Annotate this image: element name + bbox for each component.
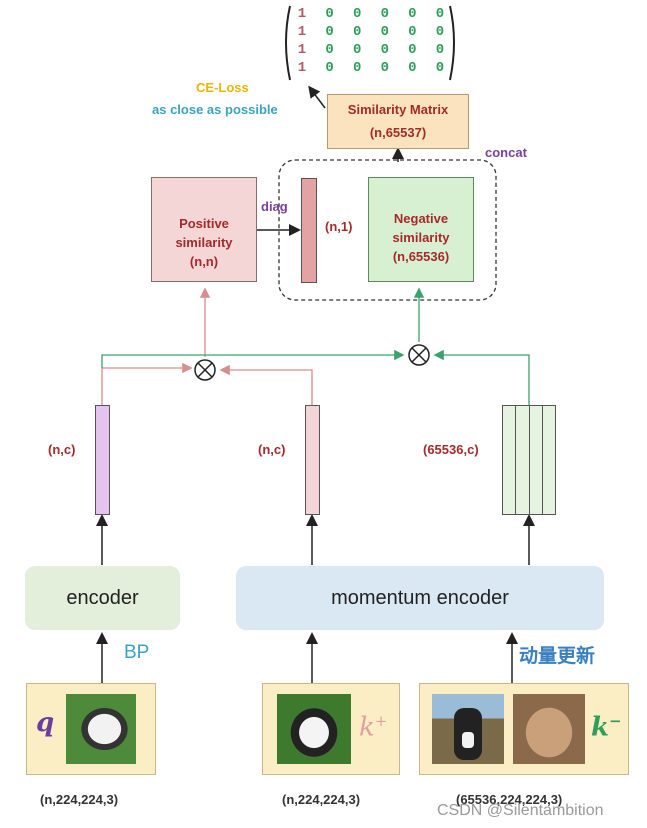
matrix-cell: 0	[352, 6, 362, 22]
matrix-left-bracket	[285, 5, 291, 81]
matrix-cell: 0	[380, 6, 389, 22]
k-pos-input-box: k+	[262, 683, 400, 775]
matrix-cell: 0	[408, 6, 417, 22]
similarity-matrix-title: Similarity Matrix	[347, 102, 449, 117]
multiply-negative-icon	[408, 344, 430, 366]
matrix-cell: 0	[380, 42, 389, 58]
matrix-cell: 0	[380, 24, 389, 40]
positive-similarity-box: Positive similarity (n,n)	[151, 177, 257, 282]
k-pos-photo-dog	[277, 694, 351, 764]
matrix-row: 1 0 0 0 0 0	[292, 59, 450, 77]
k-to-pos-mult	[219, 364, 313, 405]
q-input-box: q	[26, 683, 156, 775]
encoder-box: encoder	[25, 566, 180, 630]
negative-similarity-box: Negative similarity (n,65536)	[368, 177, 474, 282]
q-photo-dog	[66, 694, 136, 764]
negative-line1: Negative	[393, 211, 449, 226]
k-neg-input-box: k−	[419, 683, 629, 775]
k-neg-symbol: k−	[591, 712, 622, 743]
diag-label: diag	[261, 199, 288, 214]
k-feature-label: (n,c)	[258, 442, 286, 457]
matrix-cell: 0	[325, 6, 334, 22]
matrix-cell: 0	[435, 24, 445, 40]
k-neg-photo-dog	[432, 694, 504, 764]
queue-to-neg-mult	[433, 349, 530, 405]
matrix-cell: 0	[435, 42, 445, 58]
matrix-cell: 0	[435, 60, 445, 76]
k-neg-input-shape: (65536,224,224,3)	[456, 792, 563, 807]
negative-line2: similarity	[392, 230, 450, 245]
matrix-cell: 0	[325, 24, 334, 40]
matrix-cell: 0	[352, 60, 362, 76]
momentum-update-label: 动量更新	[519, 646, 596, 667]
positive-column-bar	[301, 178, 317, 283]
negative-shape: (n,65536)	[392, 249, 450, 264]
similarity-matrix-box: Similarity Matrix (n,65537)	[327, 94, 469, 149]
column-shape-label: (n,1)	[325, 219, 353, 234]
queue-feature-bars	[502, 405, 556, 515]
concat-label: concat	[485, 145, 527, 160]
matrix-cell: 0	[408, 24, 417, 40]
concat-group	[278, 159, 497, 301]
queue-feature-label: (65536,c)	[423, 442, 479, 457]
k-pos-symbol: k+	[359, 712, 388, 743]
q-feature-bar	[95, 405, 110, 515]
matrix-cell: 0	[325, 42, 334, 58]
k-feature-bar	[305, 405, 320, 515]
multiply-positive-icon	[194, 359, 216, 381]
matrix-cell: 1	[297, 42, 307, 58]
positive-line2: similarity	[175, 235, 233, 250]
matrix-row: 1 0 0 0 0 0	[292, 41, 450, 59]
q-input-shape: (n,224,224,3)	[40, 792, 119, 807]
matrix-row: 1 0 0 0 0 0	[292, 5, 450, 23]
bp-label: BP	[124, 642, 150, 663]
similarity-matrix-shape: (n,65537)	[369, 125, 427, 140]
k-neg-photo-cat	[513, 694, 585, 764]
momentum-encoder-box: momentum encoder	[236, 566, 604, 630]
q-to-pos-mult	[101, 362, 193, 405]
matrix-cell: 0	[380, 60, 389, 76]
ce-loss-subtitle: as close as possible	[152, 102, 278, 117]
matrix-cell: 1	[297, 6, 307, 22]
arrow-sim-to-matrix	[308, 85, 326, 109]
matrix-cell: 0	[325, 60, 334, 76]
matrix-cell: 0	[352, 24, 362, 40]
k-pos-input-shape: (n,224,224,3)	[282, 792, 361, 807]
matrix-right-bracket	[449, 5, 455, 81]
positive-shape: (n,n)	[189, 254, 219, 269]
q-symbol: q	[36, 708, 55, 738]
ce-loss-label: CE-Loss	[196, 80, 249, 95]
matrix-cell: 0	[408, 42, 417, 58]
matrix-cell: 1	[297, 60, 307, 76]
watermark: CSDN @Silentambition	[437, 802, 604, 819]
q-to-neg-mult	[101, 349, 405, 368]
q-feature-label: (n,c)	[48, 442, 76, 457]
matrix-cell: 0	[435, 6, 445, 22]
matrix-cell: 1	[297, 24, 307, 40]
matrix-row: 1 0 0 0 0 0	[292, 23, 450, 41]
positive-line1: Positive	[179, 216, 229, 231]
matrix-cell: 0	[352, 42, 362, 58]
matrix-cell: 0	[408, 60, 417, 76]
label-matrix: 1 0 0 0 0 0 1 0 0 0 0 0 1 0 0 0 0 0 1 0 0 0 0 0	[292, 5, 450, 77]
